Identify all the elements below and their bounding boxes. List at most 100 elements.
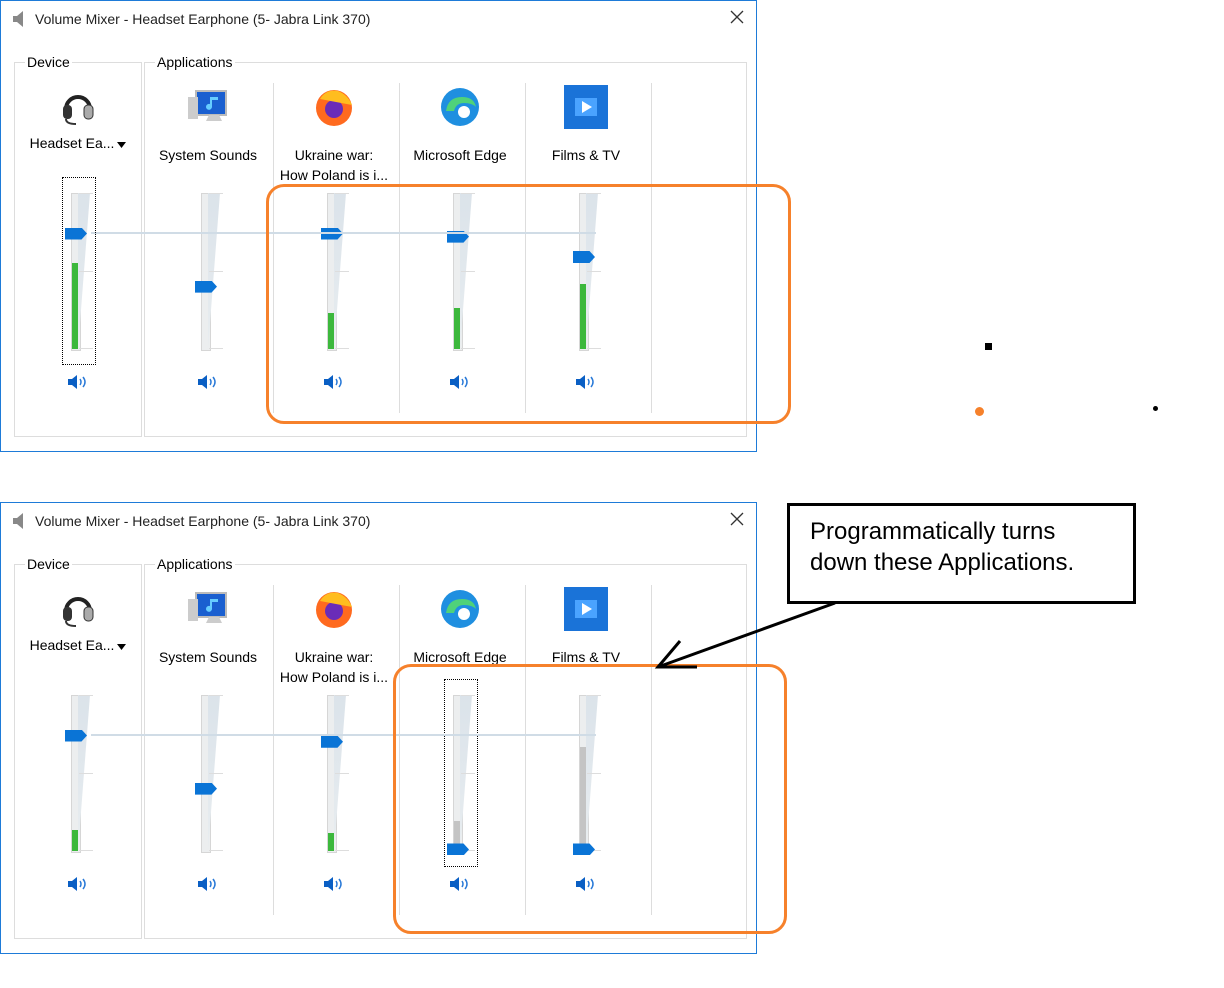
mute-button[interactable] [575,374,597,393]
slider-thumb[interactable] [447,843,469,856]
dot [985,343,992,350]
volume-slider[interactable] [65,695,96,855]
slider-tick [587,193,601,194]
edge-icon [438,85,482,129]
slider-tick [79,695,93,696]
speaker-icon [324,375,342,389]
speaker-title-icon [13,11,25,27]
mute-button[interactable] [449,876,471,895]
speaker-icon [576,375,594,389]
column-separator [399,83,400,413]
slider-thumb[interactable] [573,250,595,263]
slider-thumb[interactable] [321,227,343,240]
app-name: Microsoft Edge [413,649,507,665]
mute-button[interactable] [197,876,219,895]
slider-tick [461,695,475,696]
device-select[interactable]: Headset Ea... [15,635,141,655]
dot [1153,406,1158,411]
mute-button[interactable] [575,876,597,895]
mute-button[interactable] [323,374,345,393]
column-separator [651,83,652,413]
slider-thumb[interactable] [573,843,595,856]
highlight-box-bottom [393,664,787,934]
mute-button[interactable] [323,876,345,895]
close-icon [730,10,744,24]
applications-group-label: Applications [155,556,235,572]
column-separator [525,83,526,413]
device-column: Headset Ea... [15,585,141,915]
slider-tick [209,271,223,272]
peak-meter [454,307,460,349]
close-button[interactable] [730,7,744,30]
slider-tick [587,773,601,774]
slider-tick [461,271,475,272]
slider-tick [335,773,349,774]
peak-meter [328,833,334,851]
mute-button[interactable] [67,374,89,393]
app-name: System Sounds [158,147,258,163]
applications-group-label: Applications [155,54,235,70]
slider-tick [335,695,349,696]
system-sounds-icon [186,587,230,631]
app-name: Films & TV [551,649,621,665]
app-name: Films & TV [551,147,621,163]
focus-rect [62,177,96,365]
slider-tick [335,348,349,349]
column-separator [273,83,274,413]
highlight-box-top [266,184,791,424]
column-separator [525,585,526,915]
volume-link-line [91,733,596,736]
mute-button[interactable] [197,374,219,393]
slider-tick [335,271,349,272]
headset-icon [56,585,100,629]
column-separator [399,585,400,915]
slider-thumb[interactable] [195,280,217,293]
volume-mixer-window-after: Volume Mixer - Headset Earphone (5- Jabr… [0,502,757,954]
app-column: Ukraine war: How Poland is i... [271,83,397,413]
slider-tick [209,695,223,696]
slider-thumb[interactable] [447,230,469,243]
device-group-label: Device [25,556,72,572]
peak-meter [454,821,460,851]
window-title: Volume Mixer - Headset Earphone (5- Jabr… [35,11,371,27]
slider-thumb[interactable] [65,227,87,240]
slider-tick [79,773,93,774]
slider-thumb[interactable] [195,782,217,795]
speaker-icon [450,375,468,389]
slider-tick [209,850,223,851]
device-select[interactable]: Headset Ea... [15,133,141,153]
speaker-icon [576,877,594,891]
speaker-icon [198,375,216,389]
volume-mixer-window-before: Volume Mixer - Headset Earphone (5- Jabr… [0,0,757,452]
volume-slider[interactable] [62,177,96,365]
peak-meter [580,283,586,349]
slider-tick [209,773,223,774]
system-sounds-icon [186,85,230,129]
app-column: System Sounds [145,585,271,915]
speaker-icon [198,877,216,891]
slider-thumb[interactable] [321,735,343,748]
slider-tick [79,193,93,194]
slider-tick [209,193,223,194]
slider-thumb[interactable] [65,729,87,742]
device-group-label: Device [25,54,72,70]
firefox-icon [312,85,356,129]
peak-meter [580,747,586,851]
films-tv-icon [564,85,608,129]
speaker-title-icon [13,513,25,529]
app-name: Microsoft Edge [413,147,507,163]
annotation-callout: Programmatically turns down these Applic… [787,503,1136,604]
mute-button[interactable] [449,374,471,393]
speaker-icon [68,877,86,891]
mute-button[interactable] [67,876,89,895]
films-tv-icon [564,587,608,631]
peak-meter [72,263,78,349]
slider-tick [587,271,601,272]
slider-tick [79,271,93,272]
slider-tick [461,348,475,349]
close-button[interactable] [730,509,744,532]
